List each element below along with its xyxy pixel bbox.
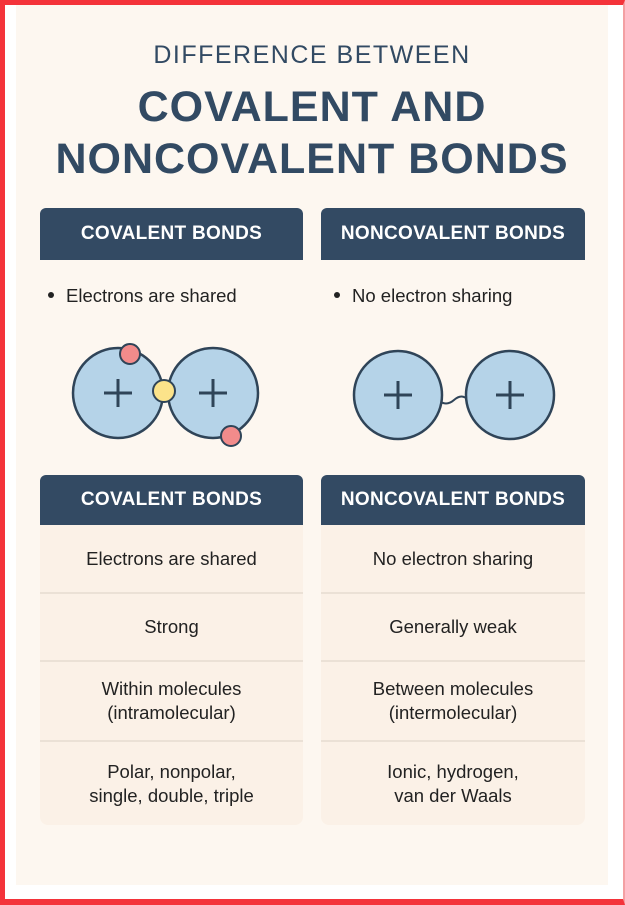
title-line-covalent: COVALENT AND: [137, 83, 487, 131]
electron-icon: [220, 425, 242, 447]
table-row-strength: Generally weak: [321, 592, 585, 660]
table-row-mechanism: No electron sharing: [321, 525, 585, 592]
weak-link-icon: [437, 395, 469, 405]
atom-icon: [71, 346, 165, 440]
table-cell: Electrons are shared: [86, 547, 257, 569]
bullet-dot-icon: [334, 292, 340, 299]
table-header-noncovalent: NONCOVALENT BONDS: [321, 475, 585, 525]
table-cell: Generally weak: [389, 616, 517, 637]
table-row-mechanism: Electrons are shared: [40, 525, 303, 592]
table-cell: Polar, nonpolar, single, double, triple: [89, 760, 254, 806]
atom-icon: [464, 349, 556, 441]
atom-icon: [166, 346, 260, 440]
covalent-bullet-text: Electrons are shared: [66, 285, 237, 306]
comparison-table-covalent: COVALENT BONDS Electrons are shared Stro…: [40, 475, 303, 825]
noncovalent-bullet-text: No electron sharing: [352, 285, 513, 306]
noncovalent-bullet: No electron sharing: [334, 285, 512, 307]
shared-electron-icon: [152, 379, 176, 403]
atom-icon: [352, 349, 444, 441]
bullet-dot-icon: [48, 292, 54, 299]
table-cell: Ionic, hydrogen, van der Waals: [387, 760, 519, 806]
infographic-canvas: DIFFERENCE BETWEEN COVALENT AND NONCOVAL…: [16, 5, 608, 885]
title-line-noncovalent: NONCOVALENT BONDS: [55, 135, 569, 183]
table-cell: Within molecules (intramolecular): [101, 678, 242, 723]
table-row-types: Ionic, hydrogen, van der Waals: [321, 740, 585, 825]
covalent-panel-header: COVALENT BONDS: [40, 208, 303, 260]
table-row-types: Polar, nonpolar, single, double, triple: [40, 740, 303, 825]
title-eyebrow: DIFFERENCE BETWEEN: [153, 41, 471, 69]
table-row-strength: Strong: [40, 592, 303, 660]
noncovalent-bond-diagram: [352, 349, 556, 441]
table-cell: Between molecules (intermolecular): [372, 678, 534, 723]
comparison-table-noncovalent: NONCOVALENT BONDS No electron sharing Ge…: [321, 475, 585, 825]
covalent-bullet: Electrons are shared: [48, 285, 237, 307]
table-header-covalent: COVALENT BONDS: [40, 475, 303, 525]
table-cell: No electron sharing: [372, 547, 534, 569]
covalent-bond-diagram: [71, 343, 260, 447]
electron-icon: [119, 343, 141, 365]
table-row-location: Within molecules (intramolecular): [40, 660, 303, 740]
noncovalent-panel-header: NONCOVALENT BONDS: [321, 208, 585, 260]
table-row-location: Between molecules (intermolecular): [321, 660, 585, 740]
table-cell: Strong: [144, 616, 199, 637]
